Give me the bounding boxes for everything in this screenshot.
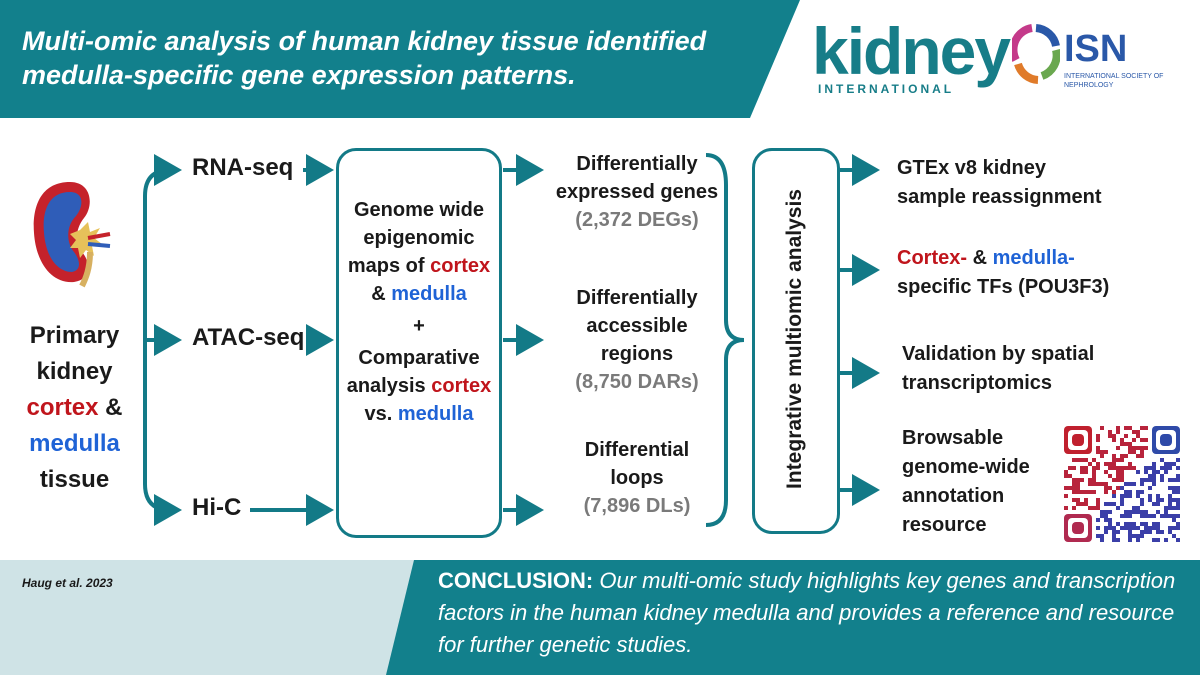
- box-line-4: & medulla: [336, 280, 502, 308]
- epigenomic-maps-text: Genome wide epigenomic maps of cortex & …: [336, 196, 502, 428]
- conclusion-label: CONCLUSION:: [438, 568, 594, 593]
- epigenomic-maps-box: [336, 148, 502, 538]
- cortex-term: cortex: [431, 375, 492, 397]
- result-dls-line-1: Differential: [584, 439, 690, 461]
- box-line-3: maps of cortex: [336, 252, 502, 280]
- source-line-1: Primary: [29, 322, 120, 349]
- result-degs-count: (2,372 DEGs): [575, 209, 699, 231]
- method-rna-seq: RNA-seq: [192, 154, 294, 181]
- box-line-2: epigenomic: [363, 227, 475, 249]
- outcome-gtex: GTEx v8 kidney sample reassignment: [897, 154, 1137, 212]
- box-line-7-prefix: vs.: [364, 403, 398, 425]
- ampersand: &: [98, 394, 123, 421]
- outcome-spatial-line-2: transcriptomics: [902, 372, 1053, 394]
- isn-emblem-icon: [1012, 24, 1060, 84]
- medulla-term: medulla: [29, 430, 120, 457]
- conclusion-text: CONCLUSION: Our multi-omic study highlig…: [438, 565, 1178, 661]
- outcome-tfs: Cortex- & medulla- specific TFs (POU3F3): [897, 244, 1157, 302]
- box-line-6: analysis cortex: [336, 372, 502, 400]
- arrow-to-rna-seq: [143, 154, 182, 340]
- integration-brace: [705, 153, 745, 527]
- outcome-spatial-line-1: Validation by spatial: [902, 343, 1095, 365]
- result-dars-count: (8,750 DARs): [575, 371, 699, 393]
- header-banner: [0, 0, 800, 118]
- result-dls-line-2: loops: [610, 467, 664, 489]
- result-dars: Differentially accessible regions (8,750…: [552, 284, 722, 396]
- method-atac-seq: ATAC-seq: [192, 324, 305, 351]
- integrative-analysis-label: Integrative multiomic analysis: [783, 189, 806, 489]
- society-logo-subtitle: INTERNATIONAL SOCIETY OF NEPHROLOGY: [1064, 73, 1164, 89]
- outcome-resource: Browsable genome-wide annotation resourc…: [902, 424, 1062, 540]
- conclusion-body: Our multi-omic study highlights key gene…: [438, 568, 1176, 657]
- result-dls-count: (7,896 DLs): [583, 495, 691, 517]
- cortex-term: Cortex-: [897, 247, 968, 269]
- medulla-term: medulla: [391, 283, 467, 305]
- outcome-tfs-line-1: Cortex- & medulla-: [897, 244, 1157, 273]
- result-degs-line-1: Differentially: [576, 153, 698, 175]
- outcome-resource-line-2: genome-wide: [902, 456, 1030, 478]
- outcome-resource-line-1: Browsable: [902, 427, 1004, 449]
- box-line-6-prefix: analysis: [346, 375, 432, 397]
- result-dars-line-1: Differentially: [576, 287, 698, 309]
- box-line-5: Comparative: [358, 347, 480, 369]
- medulla-term: medulla-: [992, 247, 1075, 269]
- source-tissue-label: Primary kidney cortex & medulla tissue: [12, 318, 137, 498]
- journal-logo-text: kidney: [812, 14, 1011, 88]
- citation: Haug et al. 2023: [22, 576, 113, 590]
- result-degs: Differentially expressed genes (2,372 DE…: [552, 150, 722, 234]
- footer-conclusion-band: [386, 560, 1200, 675]
- outcome-gtex-line-1: GTEx v8 kidney: [897, 157, 1046, 179]
- source-line-5: tissue: [39, 466, 110, 493]
- cortex-term: cortex: [430, 255, 491, 277]
- flow-connectors: [143, 153, 880, 527]
- medulla-term: medulla: [397, 403, 474, 425]
- outcome-spatial: Validation by spatial transcriptomics: [902, 340, 1142, 398]
- outcome-gtex-line-2: sample reassignment: [897, 186, 1102, 208]
- kidney-icon: [33, 182, 111, 288]
- outcome-resource-line-3: annotation: [902, 485, 1005, 507]
- box-line-1: Genome wide: [353, 199, 485, 221]
- arrow-to-hi-c: [143, 340, 182, 526]
- box-line-3-prefix: maps of: [347, 255, 431, 277]
- outcome-resource-line-4: resource: [902, 514, 987, 536]
- result-dls: Differential loops (7,896 DLs): [552, 436, 722, 520]
- source-line-2: kidney: [36, 358, 113, 385]
- qr-code-icon[interactable]: [1064, 426, 1180, 542]
- result-dars-line-3: regions: [600, 343, 674, 365]
- ampersand: &: [967, 247, 993, 269]
- outcome-tfs-line-2: specific TFs (POU3F3): [897, 276, 1110, 298]
- page-title: Multi-omic analysis of human kidney tiss…: [22, 26, 707, 90]
- box-line-4-prefix: &: [371, 283, 392, 305]
- box-line-7: vs. medulla: [336, 400, 502, 428]
- plus-sign: +: [413, 315, 425, 337]
- cortex-term: cortex: [26, 394, 99, 421]
- result-dars-line-2: accessible: [586, 315, 688, 337]
- integrative-analysis-box: [752, 148, 840, 534]
- result-degs-line-2: expressed genes: [555, 181, 719, 203]
- journal-logo-subtitle: INTERNATIONAL: [818, 82, 955, 96]
- source-line-3: cortex &: [12, 390, 137, 426]
- method-hi-c: Hi-C: [192, 494, 242, 521]
- society-logo-text: ISN: [1064, 28, 1128, 70]
